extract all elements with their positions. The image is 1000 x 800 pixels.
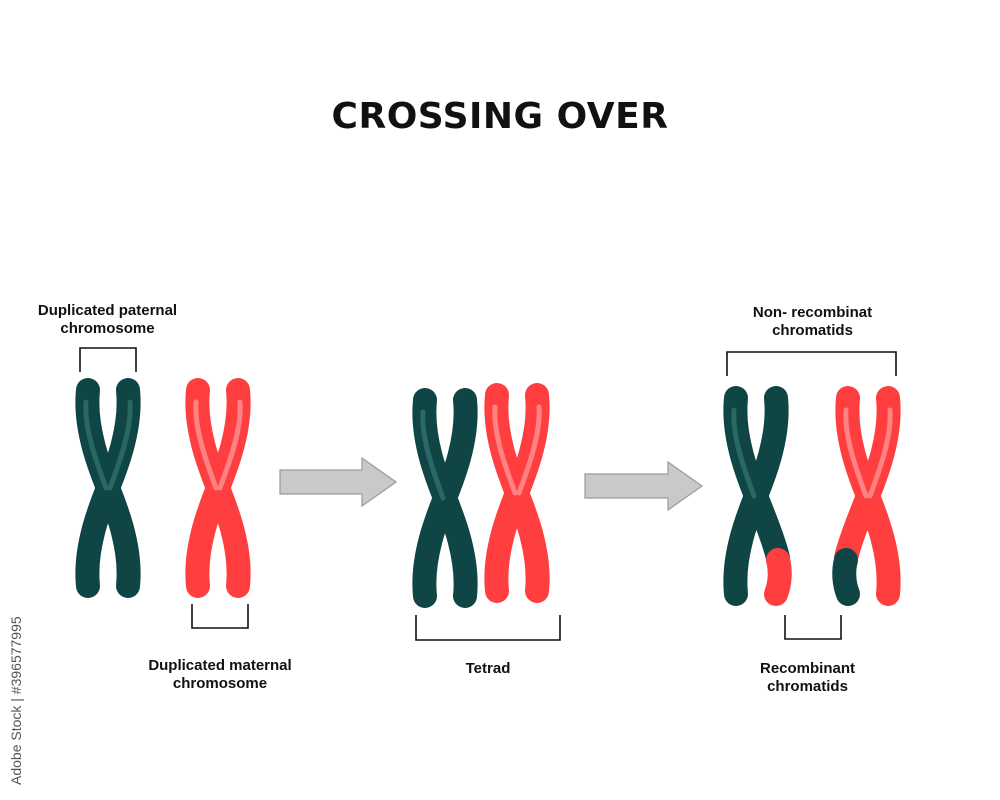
recombined-maternal [832, 386, 890, 606]
tetrad-paternal [423, 400, 466, 596]
maternal-chromosome [196, 390, 240, 586]
label-paternal-chromosome: Duplicated paternal chromosome [37, 302, 178, 337]
paternal-chromosome [86, 390, 130, 586]
label-maternal-chromosome: Duplicated maternal chromosome [148, 657, 292, 692]
stock-watermark: Adobe Stock | #396577995 [8, 616, 24, 785]
arrow-right-icon [279, 456, 398, 508]
diagram-title: CROSSING OVER [331, 96, 669, 137]
recombinant-bracket [784, 615, 842, 640]
recombined-paternal [734, 386, 792, 606]
label-non-recombinant-chromatids: Non- recombinat chromatids [752, 304, 873, 339]
tetrad-maternal [495, 395, 539, 591]
label-recombinant-chromatids: Recombinant chromatids [759, 660, 855, 695]
tetrad-bracket [415, 615, 561, 641]
label-tetrad: Tetrad [465, 660, 511, 677]
maternal-bracket [191, 604, 249, 629]
non-recombinant-bracket [726, 351, 897, 376]
paternal-bracket [79, 347, 137, 372]
arrow-right-icon [584, 460, 704, 512]
